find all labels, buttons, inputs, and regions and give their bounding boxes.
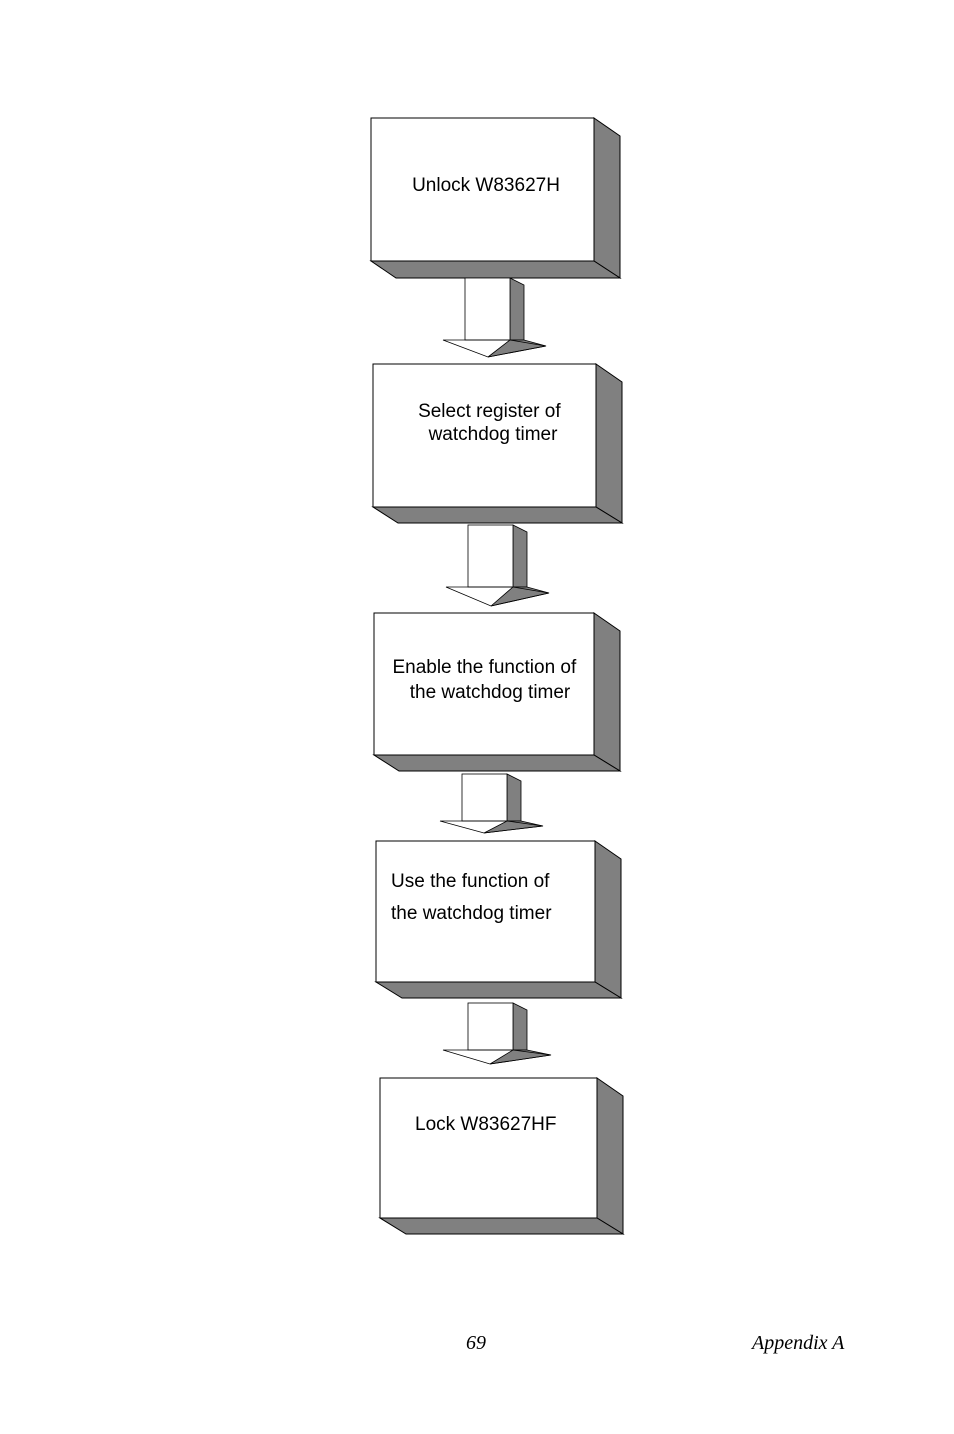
svg-text:Lock W83627HF: Lock W83627HF (415, 1114, 557, 1135)
box-face (370, 117, 595, 262)
down-arrow-2 (445, 524, 550, 607)
step-1-line-1: Unlock W83627H (412, 175, 560, 196)
arrow-shaft (464, 277, 511, 341)
arrow-head (445, 586, 550, 607)
svg-text:Use the function of the: Use the function of the watchdog timer (391, 871, 555, 924)
box-face (379, 1077, 598, 1219)
arrow-shaft-side (512, 1002, 528, 1051)
down-arrow-3 (439, 773, 544, 834)
box-face (372, 363, 597, 508)
step-5-line-1: Lock W83627HF (415, 1114, 557, 1135)
svg-text:Unlock W83627H: Unlock W83627H (412, 175, 560, 196)
arrow-head-shadow (489, 1049, 552, 1065)
arrow-shaft-side (509, 277, 525, 341)
arrow-shaft-side (512, 524, 528, 588)
down-arrow-1 (442, 277, 547, 358)
box-bottom-shadow (371, 506, 624, 524)
arrow-shaft (467, 524, 514, 588)
box-face (373, 612, 595, 756)
svg-text:Select register of watch: Select register of watchdog timer (418, 401, 566, 445)
box-side-shadow (593, 117, 621, 279)
arrow-head-shadow (487, 339, 547, 358)
box-bottom-shadow (374, 981, 623, 999)
step-box-select-register: Select register of watchdog timer (371, 363, 624, 524)
arrow-shaft (461, 773, 508, 822)
step-2-line-2: watchdog timer (428, 424, 559, 445)
box-bottom-shadow (372, 754, 622, 772)
arrow-shaft (467, 1002, 514, 1051)
step-2-line-1: Select register of (418, 401, 561, 422)
step-3-line-1: Enable the function of (392, 657, 577, 678)
box-side-shadow (595, 363, 623, 524)
arrow-shaft-side (506, 773, 522, 822)
step-box-lock: Lock W83627HF (378, 1077, 625, 1235)
box-bottom-shadow (369, 260, 622, 279)
down-arrow-4 (442, 1002, 552, 1065)
step-box-use-function: Use the function of the watchdog timer (374, 840, 623, 999)
step-4-line-2: the watchdog timer (391, 903, 552, 924)
arrow-head (439, 820, 544, 834)
section-label: Appendix A (752, 1332, 845, 1354)
step-4-line-1: Use the function of (391, 871, 550, 892)
arrow-head (442, 1049, 552, 1065)
svg-text:Enable the function of t: Enable the function of the watchdog time… (392, 657, 581, 703)
step-box-unlock: Unlock W83627H (369, 117, 622, 279)
arrow-head (442, 339, 547, 358)
step-box-enable-function: Enable the function of the watchdog time… (372, 612, 622, 772)
box-side-shadow (594, 840, 622, 999)
box-side-shadow (596, 1077, 624, 1235)
step-3-line-2: the watchdog timer (410, 682, 571, 703)
box-side-shadow (593, 612, 621, 772)
page-number: 69 (466, 1332, 486, 1354)
box-bottom-shadow (378, 1217, 625, 1235)
arrow-head-shadow (490, 586, 550, 607)
box-face (375, 840, 596, 983)
